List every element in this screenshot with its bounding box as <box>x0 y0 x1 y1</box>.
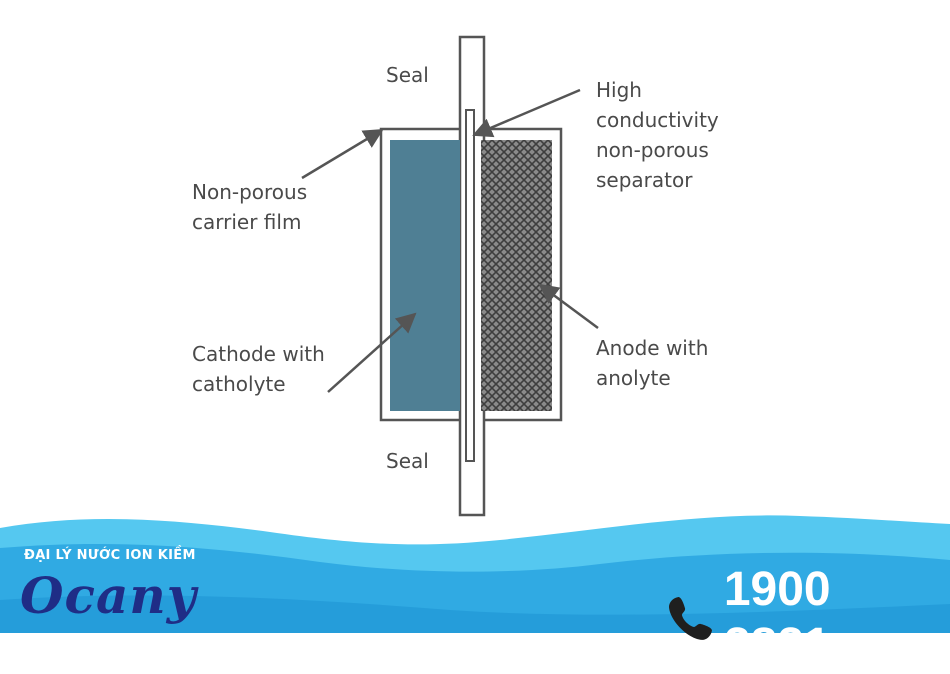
label-carrier-film: Non-porous carrier film <box>192 180 308 234</box>
brand-logo: Ocany <box>20 566 197 625</box>
anode-block <box>481 140 552 411</box>
label-separator: High conductivity non-porous separator <box>596 78 719 192</box>
battery-cell-diagram <box>301 35 599 517</box>
arrow-separator <box>472 88 581 138</box>
arrow-anode <box>538 283 599 330</box>
separator-film <box>465 109 475 462</box>
arrow-cathode <box>327 312 417 393</box>
label-anode: Anode with anolyte <box>596 336 709 390</box>
label-cathode: Cathode with catholyte <box>192 342 325 396</box>
arrow-carrier-film <box>301 128 384 180</box>
label-seal-top: Seal <box>386 63 429 87</box>
cathode-block <box>390 140 460 411</box>
phone-icon <box>668 596 712 640</box>
brand-tagline: ĐẠI LÝ NƯỚC ION KIỀM <box>24 548 196 563</box>
hotline[interactable]: 1900 2821 <box>664 562 950 674</box>
label-seal-bottom: Seal <box>386 449 429 473</box>
phone-number: 1900 2821 <box>723 563 831 672</box>
